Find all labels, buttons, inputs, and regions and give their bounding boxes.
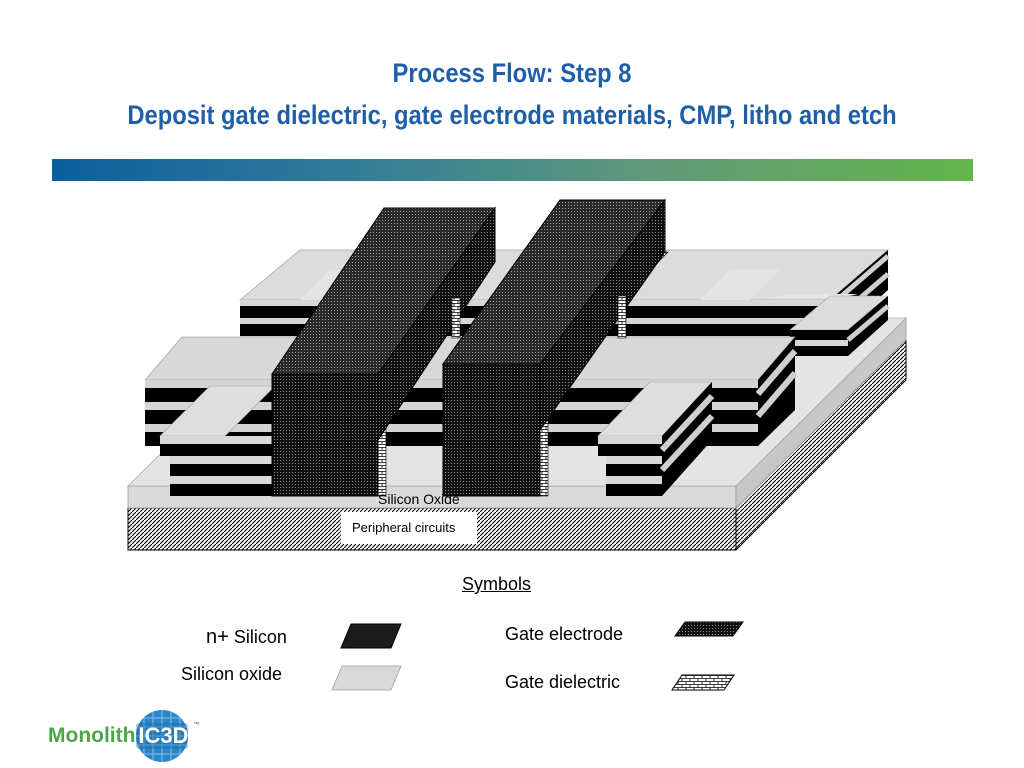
peripheral-circuits-label: Peripheral circuits <box>352 520 456 535</box>
gate-electrode-left <box>271 206 496 497</box>
legend-nplus-prefix: n+ <box>206 626 229 648</box>
peripheral-label-box <box>341 512 477 544</box>
fin-stack-left-front <box>159 385 276 496</box>
gate-dielectric-strips <box>451 295 627 339</box>
logo-chip-icon <box>136 710 189 762</box>
legend-gate-electrode-label: Gate electrode <box>505 624 624 644</box>
symbols-heading: Symbols <box>462 574 532 594</box>
legend-nplus-label: n+ Silicon <box>206 626 287 649</box>
legend-gate-dielectric-label: Gate dielectric <box>505 672 621 692</box>
legend-nplus-rest: Silicon <box>233 627 287 647</box>
monolith-ic3d-logo: Monolith IC3D ™ <box>48 708 199 764</box>
fin-stack-right-front <box>597 381 715 496</box>
page-subtitle: Deposit gate dielectric, gate electrode … <box>127 100 897 130</box>
logo-badge-text: IC3D <box>138 723 189 748</box>
gate-electrode-right <box>442 198 669 497</box>
logo-trademark: ™ <box>193 722 200 728</box>
legend-gate-dielectric-symbol <box>671 674 735 691</box>
fin-stacks-right <box>789 295 890 356</box>
page-title: Process Flow: Step 8 <box>392 58 632 88</box>
logo-text: Monolith <box>48 724 136 747</box>
logo-badge: IC3D ™ <box>133 708 199 764</box>
legend-gate-electrode-symbol <box>674 621 744 637</box>
silicon-oxide-label: Silicon Oxide <box>378 491 460 507</box>
legend-silicon-oxide-label: Silicon oxide <box>181 664 283 684</box>
legend-nplus-symbol <box>340 623 402 649</box>
legend-oxide-symbol <box>331 665 402 691</box>
title-gradient-bar <box>52 159 973 181</box>
